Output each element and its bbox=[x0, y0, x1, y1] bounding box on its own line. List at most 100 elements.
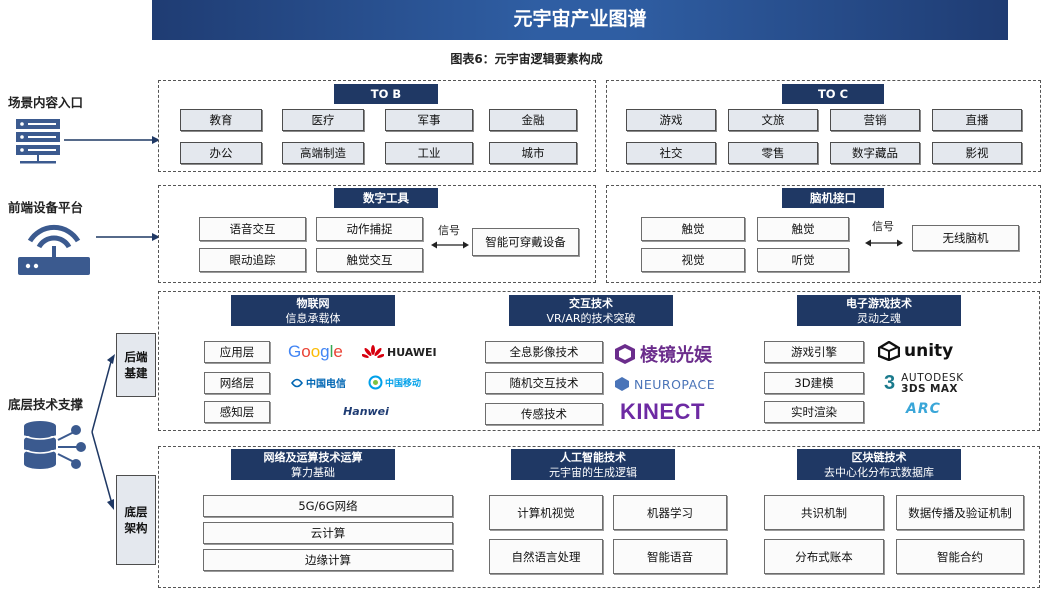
prism-logo: 棱镜光娱 bbox=[614, 341, 712, 367]
interaction-item: 全息影像技术 bbox=[485, 341, 603, 363]
kinect-logo: KINECT bbox=[620, 399, 705, 425]
gaming-title-text: 电子游戏技术 bbox=[846, 296, 912, 310]
huawei-text: HUAWEI bbox=[387, 345, 437, 359]
network-item: 云计算 bbox=[203, 522, 453, 544]
digital-tool-item: 眼动追踪 bbox=[199, 248, 306, 272]
toc-item: 社交 bbox=[626, 142, 716, 164]
china-mobile-text: 中国移动 bbox=[385, 379, 422, 389]
digital-tool-item: 语音交互 bbox=[199, 217, 306, 241]
3dsmax-text: 3DS MAX bbox=[901, 382, 958, 395]
network-item: 边缘计算 bbox=[203, 549, 453, 571]
gaming-subtitle: 灵动之魂 bbox=[857, 311, 901, 325]
double-arrow-icon bbox=[431, 235, 469, 249]
3dsmax-logo: 3 AUTODESK 3DS MAX bbox=[884, 372, 964, 395]
hanwei-text: Hanwei bbox=[343, 404, 389, 418]
network-item: 5G/6G网络 bbox=[203, 495, 453, 517]
wearable-device-box: 智能可穿戴设备 bbox=[472, 228, 579, 256]
database-icon bbox=[18, 418, 90, 478]
server-icon bbox=[14, 117, 62, 165]
tob-item: 工业 bbox=[385, 142, 473, 164]
unity-logo: unity bbox=[878, 341, 953, 361]
bci-item: 触觉 bbox=[757, 217, 849, 241]
arrow-icon bbox=[96, 227, 160, 241]
china-telecom-text: 中国电信 bbox=[306, 379, 346, 390]
interaction-item: 传感技术 bbox=[485, 403, 603, 425]
network-subtitle: 算力基础 bbox=[291, 465, 335, 479]
signal-label: 信号 bbox=[438, 224, 460, 237]
toc-item: 影视 bbox=[932, 142, 1022, 164]
double-arrow-icon bbox=[865, 233, 903, 247]
ai-item: 智能语音 bbox=[613, 539, 727, 574]
digital-tool-item: 触觉交互 bbox=[316, 248, 423, 272]
bci-item: 触觉 bbox=[641, 217, 745, 241]
china-mobile-logo: 中国移动 bbox=[368, 375, 421, 390]
ai-item: 计算机视觉 bbox=[489, 495, 603, 530]
network-title-text: 网络及运算技术运算 bbox=[263, 450, 363, 464]
backend-tag: 后端基建 bbox=[116, 333, 156, 397]
tob-item: 金融 bbox=[489, 109, 577, 131]
tob-item: 教育 bbox=[180, 109, 262, 131]
iot-title-text: 物联网 bbox=[296, 296, 330, 310]
blockchain-item: 智能合约 bbox=[896, 539, 1024, 574]
bci-item: 视觉 bbox=[641, 248, 745, 272]
arc-logo: ARC bbox=[906, 401, 941, 417]
blockchain-title: 区块链技术 去中心化分布式数据库 bbox=[797, 449, 961, 480]
page-title: 元宇宙产业图谱 bbox=[513, 8, 647, 30]
network-title: 网络及运算技术运算 算力基础 bbox=[231, 449, 395, 480]
iot-title: 物联网 信息承载体 bbox=[231, 295, 395, 326]
tob-item: 军事 bbox=[385, 109, 473, 131]
blockchain-item: 共识机制 bbox=[764, 495, 884, 530]
figure-caption: 图表6：元宇宙逻辑要素构成 bbox=[450, 52, 603, 66]
router-icon bbox=[16, 219, 92, 277]
digital-tools-title: 数字工具 bbox=[334, 188, 438, 208]
ai-title: 人工智能技术 元宇宙的生成逻辑 bbox=[511, 449, 675, 480]
toc-item: 文旅 bbox=[728, 109, 818, 131]
arc-text: ARC bbox=[906, 401, 941, 417]
interaction-title: 交互技术 VR/AR的技术突破 bbox=[509, 295, 673, 326]
toc-item: 零售 bbox=[728, 142, 818, 164]
blockchain-item: 数据传播及验证机制 bbox=[896, 495, 1024, 530]
device-label: 前端设备平台 bbox=[8, 200, 84, 215]
tob-item: 医疗 bbox=[282, 109, 364, 131]
ai-item: 机器学习 bbox=[613, 495, 727, 530]
kinect-text: KINECT bbox=[620, 399, 705, 424]
branch-arrows-icon bbox=[90, 352, 116, 512]
neuropace-text: NEUROPACE bbox=[634, 376, 716, 392]
neuropace-logo: NEUROPACE bbox=[614, 376, 715, 392]
signal-label: 信号 bbox=[872, 220, 894, 233]
interaction-item: 随机交互技术 bbox=[485, 372, 603, 394]
tech-support-label: 底层技术支撑 bbox=[8, 397, 84, 412]
tob-title: TO B bbox=[334, 84, 438, 104]
base-architecture-tag: 底层架构 bbox=[116, 475, 156, 565]
ai-item: 自然语言处理 bbox=[489, 539, 603, 574]
arrow-icon bbox=[64, 130, 160, 144]
tob-item: 办公 bbox=[180, 142, 262, 164]
blockchain-subtitle: 去中心化分布式数据库 bbox=[824, 465, 934, 479]
scene-label: 场景内容入口 bbox=[8, 95, 84, 110]
huawei-logo: HUAWEI bbox=[362, 345, 437, 359]
toc-item: 数字藏品 bbox=[830, 142, 920, 164]
toc-item: 游戏 bbox=[626, 109, 716, 131]
digital-tool-item: 动作捕捉 bbox=[316, 217, 423, 241]
unity-text: unity bbox=[904, 341, 954, 361]
huawei-petal-icon bbox=[362, 345, 384, 358]
blockchain-item: 分布式账本 bbox=[764, 539, 884, 574]
3dsmax-icon: 3 bbox=[884, 372, 896, 394]
title-banner: 元宇宙产业图谱 bbox=[152, 0, 1008, 40]
bci-title: 脑机接口 bbox=[782, 188, 884, 208]
iot-layer: 感知层 bbox=[204, 401, 270, 423]
blockchain-title-text: 区块链技术 bbox=[851, 450, 907, 464]
toc-item: 直播 bbox=[932, 109, 1022, 131]
interaction-title-text: 交互技术 bbox=[569, 296, 613, 310]
iot-layer: 应用层 bbox=[204, 341, 270, 363]
gaming-item: 实时渲染 bbox=[764, 401, 864, 423]
gaming-item: 3D建模 bbox=[764, 372, 864, 394]
gaming-item: 游戏引擎 bbox=[764, 341, 864, 363]
autodesk-text: AUTODESK bbox=[901, 371, 964, 384]
prism-text: 棱镜光娱 bbox=[640, 345, 712, 366]
ai-title-text: 人工智能技术 bbox=[560, 450, 626, 464]
tob-item: 城市 bbox=[489, 142, 577, 164]
hanwei-logo: Hanwei bbox=[334, 401, 398, 421]
bci-item: 听觉 bbox=[757, 248, 849, 272]
